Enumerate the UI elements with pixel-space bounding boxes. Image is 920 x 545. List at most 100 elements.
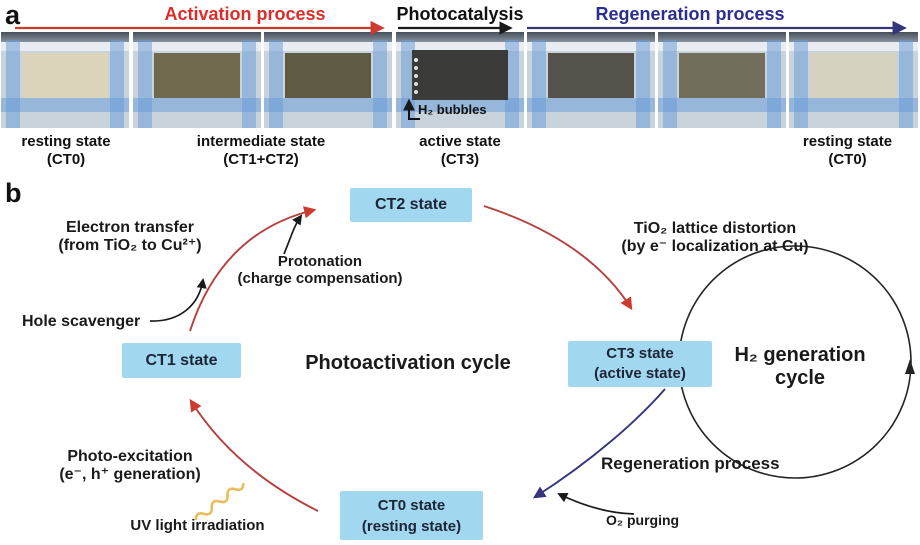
cell-reflection <box>789 42 918 51</box>
hole-scavenger-arrow <box>149 277 207 322</box>
tape-strip <box>133 98 261 112</box>
caption-line2: (CT3) <box>440 151 480 168</box>
photo-intermediate-2 <box>264 32 392 128</box>
catalyst-sample <box>154 53 240 98</box>
caption-line2: (CT1+CT2) <box>223 151 299 168</box>
catalyst-sample <box>810 53 896 98</box>
ct0-label-line1: CT0 state <box>377 497 446 514</box>
tape-strip <box>396 98 524 112</box>
photo-excitation-label: Photo-excitation (e⁻, h⁺ generation) <box>30 448 230 484</box>
cell-top-edge <box>264 32 392 42</box>
caption-resting-right: resting state (CT0) <box>775 133 920 169</box>
photo-excitation-line1: Photo-excitation <box>67 448 193 465</box>
h2-bubble-dots <box>414 58 418 62</box>
catalyst-sample <box>679 53 765 98</box>
cell-reflection <box>264 42 392 51</box>
catalyst-sample <box>22 53 108 98</box>
photoactivation-cycle-title: Photoactivation cycle <box>305 352 511 374</box>
h2-cycle-line1: H₂ generation <box>734 344 866 366</box>
tape-strip <box>6 40 20 128</box>
caption-resting-left: resting state (CT0) <box>0 133 132 169</box>
cell-reflection <box>133 42 261 51</box>
tape-strip <box>899 40 913 128</box>
state-box-ct2: CT2 state <box>350 188 472 222</box>
caption-line1: resting state <box>21 133 111 150</box>
tape-strip <box>527 98 655 112</box>
tape-strip <box>264 98 392 112</box>
hole-scavenger-label: Hole scavenger <box>22 313 141 330</box>
cell-top-edge <box>658 32 786 42</box>
panel-b-label: b <box>5 178 22 208</box>
protonation-line2: (charge compensation) <box>237 270 403 287</box>
tio2-distortion-label: TiO₂ lattice distortion (by e⁻ localizat… <box>590 220 840 256</box>
caption-line1: active state <box>419 133 501 150</box>
h2-cycle-arrowhead <box>905 359 915 374</box>
tio2-line1: TiO₂ lattice distortion <box>633 220 797 237</box>
catalyst-sample <box>412 50 508 100</box>
catalyst-sample <box>548 53 634 98</box>
ct3-to-ct0-arrow <box>532 388 666 499</box>
photo-intermediate-1 <box>133 32 261 128</box>
cell-reflection <box>527 42 655 51</box>
ct2-label: CT2 state <box>374 196 448 213</box>
ct1-label: CT1 state <box>145 352 218 369</box>
photo-resting-ct0 <box>1 32 129 128</box>
ct3-label-line1: CT3 state <box>606 345 674 362</box>
regeneration-process-label: Regeneration process <box>595 4 785 24</box>
cell-top-edge <box>133 32 261 42</box>
state-box-ct3: CT3 state (active state) <box>568 341 712 387</box>
photo-regenerating-1 <box>527 32 655 128</box>
ct3-label-line2: (active state) <box>594 365 686 382</box>
tape-strip <box>269 40 283 128</box>
tape-strip <box>663 40 677 128</box>
caption-intermediate: intermediate state (CT1+CT2) <box>130 133 392 169</box>
cell-reflection <box>658 42 786 51</box>
electron-transfer-line2: (from TiO₂ to Cu²⁺) <box>58 237 202 254</box>
tape-strip <box>110 40 124 128</box>
protonation-arrow <box>283 214 303 255</box>
tape-strip <box>532 40 546 128</box>
caption-line2: (CT0) <box>828 151 867 168</box>
tio2-line2: (by e⁻ localization at Cu) <box>621 238 809 255</box>
tape-strip <box>138 40 152 128</box>
state-box-ct1: CT1 state <box>122 343 241 378</box>
tape-strip <box>636 40 650 128</box>
h2-generation-cycle-title: H₂ generation cycle <box>712 344 888 390</box>
uv-light-label: UV light irradiation <box>130 517 265 534</box>
tape-strip <box>373 40 387 128</box>
ct0-label-line2: (resting state) <box>361 518 462 535</box>
photo-excitation-line2: (e⁻, h⁺ generation) <box>59 466 201 483</box>
cell-top-edge <box>527 32 655 42</box>
electron-transfer-line1: Electron transfer <box>65 219 195 236</box>
photocatalysis-label: Photocatalysis <box>396 4 524 24</box>
state-box-ct0: CT0 state (resting state) <box>340 491 483 540</box>
cell-reflection <box>396 42 524 51</box>
photo-resting-ct0-final <box>789 32 918 128</box>
tape-strip <box>1 98 129 112</box>
photo-active-ct3 <box>396 32 524 128</box>
cell-top-edge <box>1 32 129 42</box>
activation-process-label: Activation process <box>164 4 326 24</box>
protonation-label: Protonation (charge compensation) <box>215 253 425 287</box>
cell-reflection <box>1 42 129 51</box>
tape-strip <box>767 40 781 128</box>
panel-a-label: a <box>5 0 21 30</box>
protonation-line1: Protonation <box>277 253 363 270</box>
cell-top-edge <box>396 32 524 42</box>
electron-transfer-label: Electron transfer (from TiO₂ to Cu²⁺) <box>30 219 230 255</box>
o2-purging-label: O₂ purging <box>606 512 680 528</box>
h2-bubbles-annotation: H₂ bubbles <box>418 102 487 117</box>
tape-strip <box>242 40 256 128</box>
tape-strip <box>789 98 918 112</box>
h2-cycle-line2: cycle <box>774 367 826 389</box>
tape-strip <box>658 98 786 112</box>
caption-line1: resting state <box>802 133 893 150</box>
caption-active: active state (CT3) <box>396 133 524 169</box>
cell-top-edge <box>789 32 918 42</box>
caption-line1: intermediate state <box>196 133 326 150</box>
tape-strip <box>794 40 808 128</box>
catalyst-sample <box>285 53 371 98</box>
caption-line2: (CT0) <box>46 151 86 168</box>
photo-regenerating-2 <box>658 32 786 128</box>
regeneration-process-b-label: Regeneration process <box>601 454 780 473</box>
